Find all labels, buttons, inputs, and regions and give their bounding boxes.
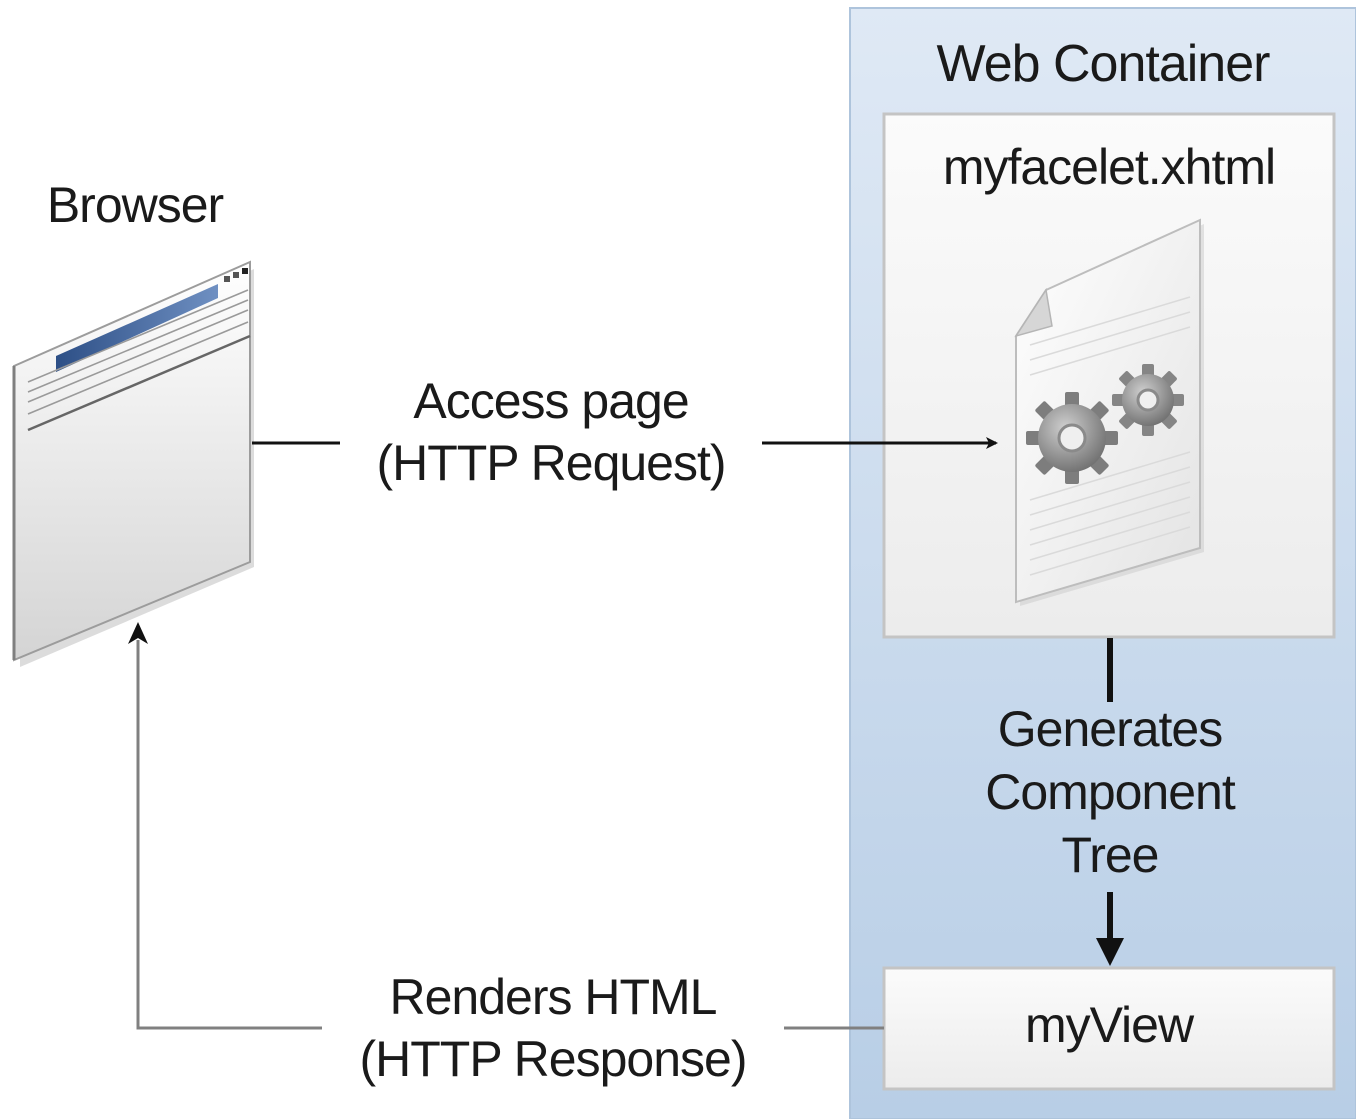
view-label: myView — [1024, 997, 1194, 1053]
request-label-line2: (HTTP Request) — [376, 435, 726, 491]
request-label-line1: Access page — [413, 373, 689, 429]
response-label-line2: (HTTP Response) — [359, 1031, 748, 1087]
browser-label: Browser — [46, 177, 224, 233]
view-box — [882, 966, 1336, 1091]
generates-label-line1: Generates — [997, 701, 1223, 757]
response-arrow — [128, 622, 884, 1030]
generates-arrow — [1096, 638, 1124, 966]
facelet-file-label: myfacelet.xhtml — [942, 139, 1276, 195]
web-container-label: Web Container — [936, 35, 1271, 93]
response-label-line1: Renders HTML — [389, 969, 718, 1025]
document-gears-icon — [1014, 218, 1204, 606]
generates-label-line2: Component — [985, 764, 1236, 820]
browser-window-icon — [12, 260, 254, 667]
generates-label-line3: Tree — [1061, 827, 1160, 883]
